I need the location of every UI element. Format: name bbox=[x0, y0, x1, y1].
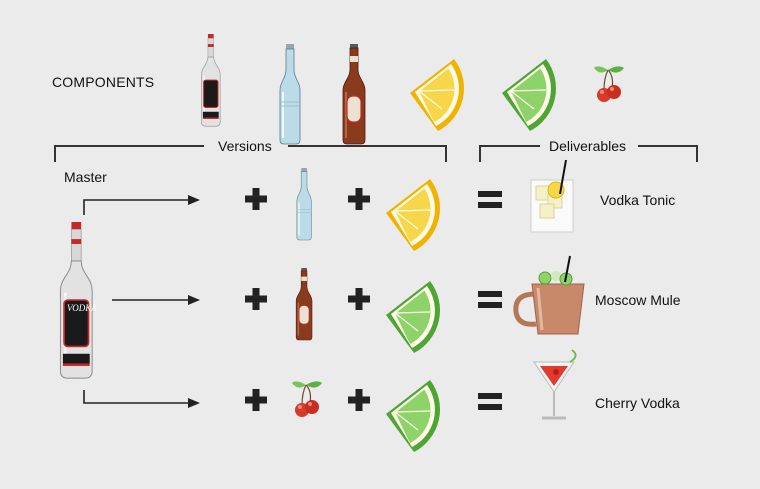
tonic-glass-icon bbox=[530, 159, 574, 233]
row1-plus2-icon bbox=[348, 188, 370, 210]
deliverables-bracket bbox=[479, 145, 698, 162]
row2-equals-icon bbox=[478, 291, 502, 308]
row3-lime-wedge-icon bbox=[385, 379, 441, 453]
versions-label: Versions bbox=[212, 138, 278, 154]
component-beer-bottle-icon bbox=[342, 43, 366, 145]
row2-beer-bottle-icon bbox=[295, 267, 313, 341]
arrows bbox=[83, 195, 200, 408]
component-lime-wedge-icon bbox=[501, 58, 557, 132]
component-vodka-bottle-icon bbox=[200, 33, 221, 127]
row3-plus-icon bbox=[245, 389, 267, 411]
component-tonic-bottle-icon bbox=[279, 43, 301, 145]
row2-plus-icon bbox=[245, 288, 267, 310]
components-label: COMPONENTS bbox=[52, 74, 155, 90]
component-lemon-wedge-icon bbox=[409, 58, 465, 132]
row3-equals-icon bbox=[478, 393, 502, 410]
component-cherries-icon bbox=[593, 65, 625, 103]
deliverables-label: Deliverables bbox=[543, 138, 633, 154]
master-label: Master bbox=[64, 169, 107, 185]
master-bottle-label: VODKA bbox=[67, 303, 97, 313]
row1-tonic-bottle-icon bbox=[296, 167, 312, 241]
row2-plus2-icon bbox=[348, 288, 370, 310]
deliverable-cherry-vodka: Cherry Vodka bbox=[595, 395, 680, 411]
row1-equals-icon bbox=[478, 191, 502, 208]
master-vodka-bottle-icon bbox=[59, 220, 94, 380]
row2-lime-wedge-icon bbox=[385, 280, 441, 354]
martini-glass-icon bbox=[533, 349, 577, 420]
row1-plus-icon bbox=[245, 188, 267, 210]
deliverable-moscow-mule: Moscow Mule bbox=[595, 292, 681, 308]
row3-plus2-icon bbox=[348, 389, 370, 411]
deliverable-vodka-tonic: Vodka Tonic bbox=[600, 192, 676, 208]
row1-lemon-wedge-icon bbox=[385, 178, 441, 252]
row3-cherries-icon bbox=[291, 380, 323, 418]
versions-bracket bbox=[54, 145, 447, 162]
copper-mug-icon bbox=[513, 255, 585, 335]
